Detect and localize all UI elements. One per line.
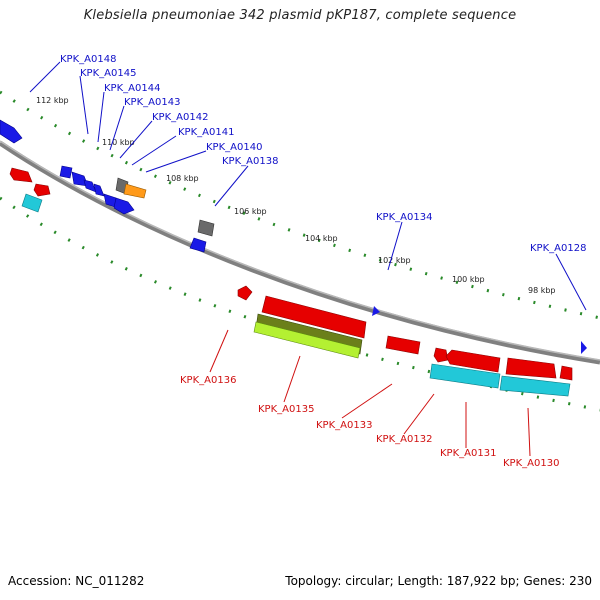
gene-label-kpk-a0132: KPK_A0132 <box>376 434 432 445</box>
kbp-label: 108 kbp <box>166 174 199 183</box>
kbp-label: 112 kbp <box>36 96 69 105</box>
outer-tick-track <box>0 90 600 320</box>
backbone-line <box>0 140 600 365</box>
topology-summary: Topology: circular; Length: 187,922 bp; … <box>285 574 592 588</box>
gene-block-red <box>237 285 253 301</box>
gene-block-blue <box>59 165 73 179</box>
gene-block-red <box>33 183 51 197</box>
forward-leaders <box>29 61 587 311</box>
gene-block-blue <box>113 197 135 215</box>
map-title: Klebsiella pneumoniae 342 plasmid pKP187… <box>83 8 517 23</box>
gene-label-kpk-a0148: KPK_A0148 <box>60 54 116 65</box>
gene-label-kpk-a0133: KPK_A0133 <box>316 420 372 431</box>
gene-label-kpk-a0136: KPK_A0136 <box>180 375 236 386</box>
gene-label-kpk-a0142: KPK_A0142 <box>152 112 208 123</box>
kbp-label: 100 kbp <box>452 275 485 284</box>
gene-block-cyan <box>21 193 43 213</box>
gene-block-blue <box>372 306 380 316</box>
gene-block-lime <box>253 321 361 359</box>
gene-label-kpk-a0134: KPK_A0134 <box>376 212 432 223</box>
gene-block-red <box>505 357 557 379</box>
gene-label-kpk-a0135: KPK_A0135 <box>258 404 314 415</box>
gene-block-blue <box>0 119 23 144</box>
gene-block-red <box>385 335 421 355</box>
backbone-highlight <box>0 140 600 361</box>
reverse-leaders <box>209 329 531 457</box>
gene-block-gray <box>197 219 215 237</box>
gene-block-red <box>433 347 449 363</box>
gene-label-kpk-a0140: KPK_A0140 <box>206 142 262 153</box>
gene-block-orange <box>123 183 147 199</box>
gene-block-red <box>9 167 33 183</box>
gene-label-kpk-a0130: KPK_A0130 <box>503 458 559 469</box>
gene-block-cyan <box>499 375 571 397</box>
gene-label-kpk-a0128: KPK_A0128 <box>530 243 586 254</box>
kbp-label: 98 kbp <box>528 286 556 295</box>
gene-block-cyan <box>429 363 501 389</box>
gene-label-kpk-a0145: KPK_A0145 <box>80 68 136 79</box>
gene-block-red <box>261 295 367 339</box>
inner-tick-track <box>0 196 600 412</box>
gene-block-blue <box>93 183 105 197</box>
gene-block-red <box>445 349 501 373</box>
gene-label-kpk-a0131: KPK_A0131 <box>440 448 496 459</box>
gene-block-blue <box>189 237 207 253</box>
gene-label-kpk-a0141: KPK_A0141 <box>178 127 234 138</box>
kbp-label: 102 kbp <box>378 256 411 265</box>
gene-label-kpk-a0144: KPK_A0144 <box>104 83 160 94</box>
gene-block-blue <box>581 341 587 354</box>
accession-text: Accession: NC_011282 <box>8 574 145 588</box>
gene-block-red <box>559 365 573 381</box>
gene-label-kpk-a0138: KPK_A0138 <box>222 156 278 167</box>
kbp-label: 104 kbp <box>305 234 338 243</box>
kbp-label: 106 kbp <box>234 207 267 216</box>
kbp-label: 110 kbp <box>102 138 135 147</box>
gene-label-kpk-a0143: KPK_A0143 <box>124 97 180 108</box>
